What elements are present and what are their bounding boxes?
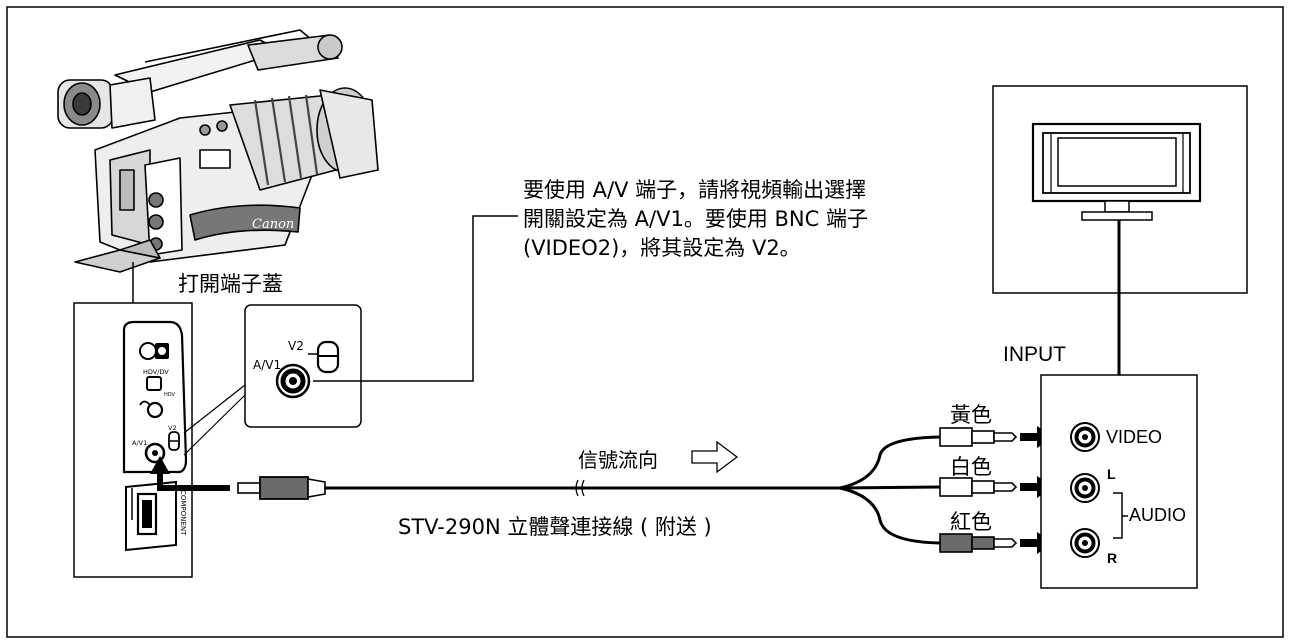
panel-hdv-label: HDV [164, 392, 176, 398]
audio-right-label: R [1107, 550, 1118, 566]
switch-v2-label: V2 [288, 339, 304, 353]
instruction-line-3: (VIDEO2)，將其設定為 V2。 [523, 236, 801, 260]
panel-hdv-dv-label: HDV/DV [143, 368, 169, 376]
plug-red-label: 紅色 [950, 510, 992, 534]
stereo-cable [150, 435, 941, 545]
video-input-jack [1070, 422, 1100, 452]
switch-av1-label: A/V1 [253, 358, 281, 372]
audio-right-jack [1070, 528, 1100, 558]
panel-component-label: COMPONENT [179, 490, 187, 536]
audio-jack-label: AUDIO [1129, 505, 1187, 525]
plug-white-label: 白色 [950, 455, 992, 479]
audio-left-jack [1070, 473, 1100, 503]
plug-yellow-label: 黃色 [950, 403, 992, 427]
canon-logo: Canon [252, 217, 294, 232]
instruction-text: 要使用 A/V 端子，請將視頻輸出選擇 開關設定為 A/V1。要使用 BNC 端… [523, 176, 953, 263]
panel-v2-label: V2 [168, 424, 177, 432]
rca-plug-yellow [939, 427, 1018, 447]
terminal-panel-inset: HDV/DV HDV A/V1 V2 COMPONENT [73, 302, 193, 578]
video-jack-label: VIDEO [1106, 427, 1163, 447]
signal-flow-label: 信號流向 [578, 448, 658, 472]
tv-input-panel [1040, 374, 1198, 589]
rca-plug-white [939, 477, 1018, 497]
cable-name-label: STV-290N 立體聲連接線 ( 附送 ) [398, 515, 712, 539]
audio-left-label: L [1107, 466, 1116, 482]
instruction-line-1: 要使用 A/V 端子，請將視頻輸出選擇 [523, 178, 867, 202]
tv-input-label: INPUT [1003, 343, 1066, 366]
instruction-callout-line [313, 215, 518, 382]
panel-av1-label: A/V1 [132, 439, 147, 447]
rca-plug-red [939, 533, 1018, 553]
outer-frame [6, 6, 1284, 638]
camcorder-illustration: Canon [57, 29, 379, 273]
signal-flow-arrow [691, 440, 739, 474]
open-cover-label: 打開端子蓋 [178, 272, 283, 296]
instruction-line-2: 開關設定為 A/V1。要使用 BNC 端子 [523, 207, 868, 231]
video-output-switch-zoom: V2 A/V1 [244, 304, 362, 428]
